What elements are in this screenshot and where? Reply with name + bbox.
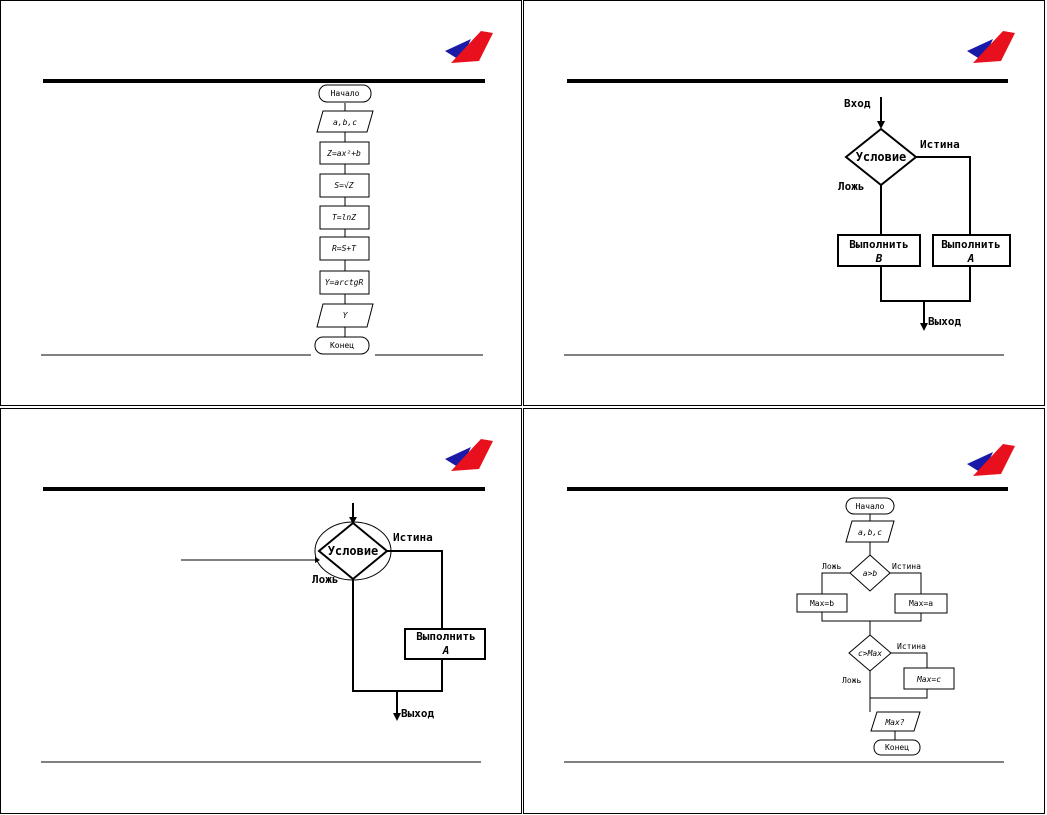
flowchart (796, 497, 955, 756)
output-label: Y (343, 311, 349, 320)
cond1-false-label: Ложь (822, 562, 841, 571)
process-box (319, 236, 370, 261)
step-label: S=√Z (334, 181, 353, 190)
step-label: R=S+T (332, 244, 357, 253)
process-box (319, 173, 370, 198)
condition-label: Условие (856, 150, 907, 164)
action-a-box (932, 234, 1011, 267)
input-parallelogram (316, 110, 374, 133)
logo-icon (967, 31, 1015, 63)
slide-canvas: Начало a,b,c a>b Ложь Истина Max=b Max=a… (564, 444, 1015, 763)
start-terminal (318, 84, 372, 103)
flowchart (837, 97, 1011, 331)
input-parallelogram (845, 520, 895, 543)
output-label: Max? (884, 718, 904, 727)
slide-short-branch: Условие Истина Ложь Выполнить A Выход (0, 408, 522, 814)
input-label: a,b,c (858, 528, 882, 537)
logo-icon (445, 439, 493, 471)
process-box (319, 141, 370, 165)
entry-label: Вход (844, 97, 871, 110)
assign-c-label: Max=c (916, 675, 941, 684)
cond2-false-label: Ложь (842, 676, 861, 685)
start-label: Начало (856, 502, 885, 511)
header-rule (43, 487, 485, 491)
start-label: Начало (331, 89, 360, 98)
logo-icon (967, 444, 1015, 476)
flowchart (181, 503, 486, 721)
cond1-true-label: Истина (892, 562, 921, 571)
action-a-box (404, 628, 486, 660)
slide-canvas: Начало a,b,c Z=ax²+b S=√Z T=lnZ R=S+T Y=… (41, 31, 493, 356)
cond2-label: c>Max (858, 649, 882, 658)
action-b-box (837, 234, 921, 267)
start-terminal (845, 497, 895, 515)
logo-icon (445, 31, 493, 63)
assign-b-label: Max=b (810, 599, 834, 608)
action-b-label: B (875, 252, 883, 265)
output-parallelogram (870, 711, 921, 732)
header-rule (567, 79, 1008, 83)
step-label: Y=arctgR (325, 278, 364, 287)
end-label: Конец (885, 743, 909, 752)
slide-max-algorithm: Начало a,b,c a>b Ложь Истина Max=b Max=a… (523, 408, 1045, 814)
true-label: Истина (393, 531, 433, 544)
step-label: T=lnZ (332, 213, 356, 222)
slide-canvas: Условие Истина Ложь Выполнить A Выход (41, 439, 493, 763)
exit-label: Выход (928, 315, 961, 328)
slide-linear-algorithm: Начало a,b,c Z=ax²+b S=√Z T=lnZ R=S+T Y=… (0, 0, 522, 406)
assign-c-box (903, 667, 955, 690)
condition-diamond (849, 554, 891, 592)
condition-label: Условие (328, 544, 379, 558)
process-box (319, 270, 370, 295)
step-label: Z=ax²+b (326, 149, 361, 158)
action-a-label: A (967, 252, 975, 265)
cond1-label: a>b (863, 569, 878, 578)
slide-full-branch: Вход Условие Истина Ложь Выполнить B Вып… (523, 0, 1045, 406)
assign-a-label: Max=a (909, 599, 933, 608)
slide-canvas: Вход Условие Истина Ложь Выполнить B Вып… (564, 31, 1015, 356)
end-terminal (314, 336, 370, 355)
end-label: Конец (330, 341, 354, 350)
end-terminal (873, 739, 921, 756)
true-label: Истина (920, 138, 960, 151)
input-label: a,b,c (333, 118, 357, 127)
flowchart (314, 84, 374, 355)
action-a-label: Выполнить (416, 630, 476, 643)
false-label: Ложь (312, 573, 339, 586)
header-rule (567, 487, 1008, 491)
action-a-label: A (442, 644, 450, 657)
cond2-true-label: Истина (897, 642, 926, 651)
action-a-label: Выполнить (941, 238, 1001, 251)
false-label: Ложь (838, 180, 865, 193)
output-parallelogram (316, 303, 374, 328)
exit-label: Выход (401, 707, 434, 720)
header-rule (43, 79, 485, 83)
process-box (319, 205, 370, 230)
action-b-label: Выполнить (849, 238, 909, 251)
